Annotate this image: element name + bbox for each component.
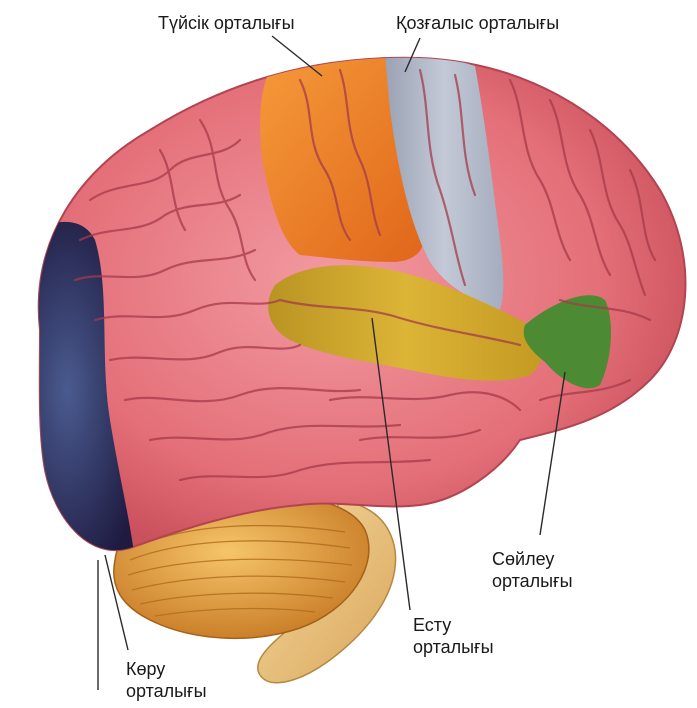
label-vision-center: Көру орталығы xyxy=(126,658,207,702)
label-speech-line1: Сөйлеу xyxy=(492,548,573,570)
label-hearing-line1: Есту xyxy=(413,614,494,636)
label-vision-line2: орталығы xyxy=(126,680,207,702)
label-hearing-line2: орталығы xyxy=(413,636,494,658)
label-vision-line1: Көру xyxy=(126,658,207,680)
label-hearing-center: Есту орталығы xyxy=(413,614,494,658)
label-touch-center: Түйсік орталығы xyxy=(158,12,295,34)
label-speech-center: Сөйлеу орталығы xyxy=(492,548,573,592)
label-motor-center: Қозғалыс орталығы xyxy=(396,12,559,34)
label-speech-line2: орталығы xyxy=(492,570,573,592)
